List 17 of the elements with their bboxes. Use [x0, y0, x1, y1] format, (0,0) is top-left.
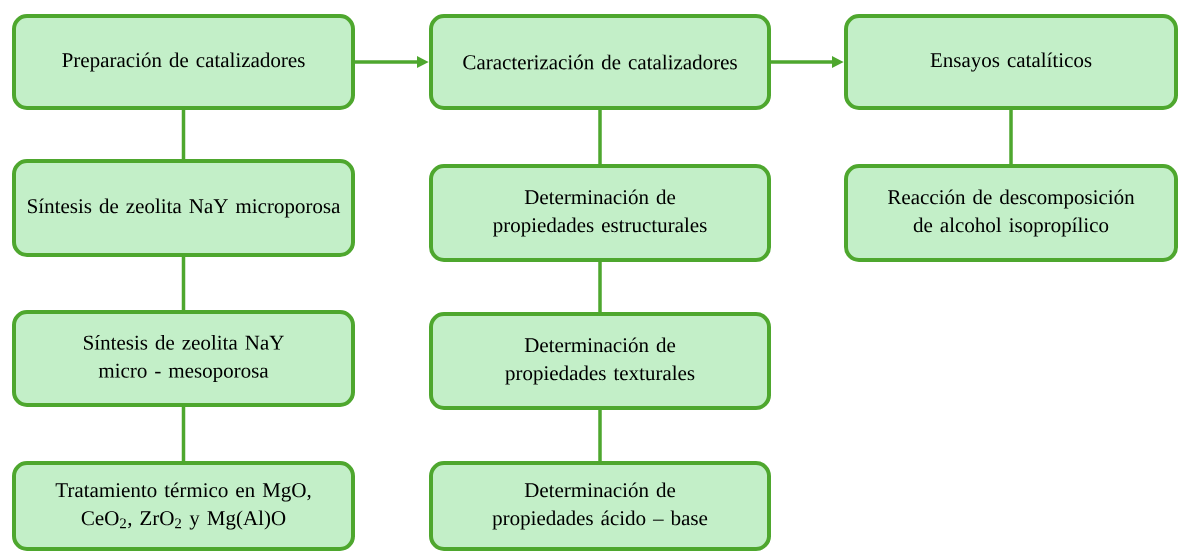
connector-line [181, 110, 186, 159]
connector-line [1009, 110, 1013, 164]
process-box: Tratamiento térmico en MgO, CeO$_{2}$, ZrO$_{2}$ y Mg(Al)O [12, 461, 355, 551]
connector-line [181, 407, 186, 461]
process-box: Reacción de descomposición de alcohol isopropílico [844, 164, 1178, 262]
connector-line [598, 410, 602, 461]
process-box: Síntesis de zeolita NaY micro - mesoporosa [12, 310, 355, 407]
connector-line [598, 110, 602, 164]
process-box: Caracterización de catalizadores [429, 14, 771, 110]
process-box: Ensayos catalíticos [844, 14, 1178, 110]
process-box: Síntesis de zeolita NaY microporosa [12, 159, 355, 257]
process-box: Determinación de propiedades texturales [429, 312, 771, 410]
process-box: Determinación de propiedades estructurales [429, 164, 771, 262]
connector-line [598, 262, 602, 312]
process-box: Preparación de catalizadores [12, 14, 355, 110]
connector-line [181, 257, 186, 310]
process-box: Determinación de propiedades ácido – base [429, 461, 771, 551]
